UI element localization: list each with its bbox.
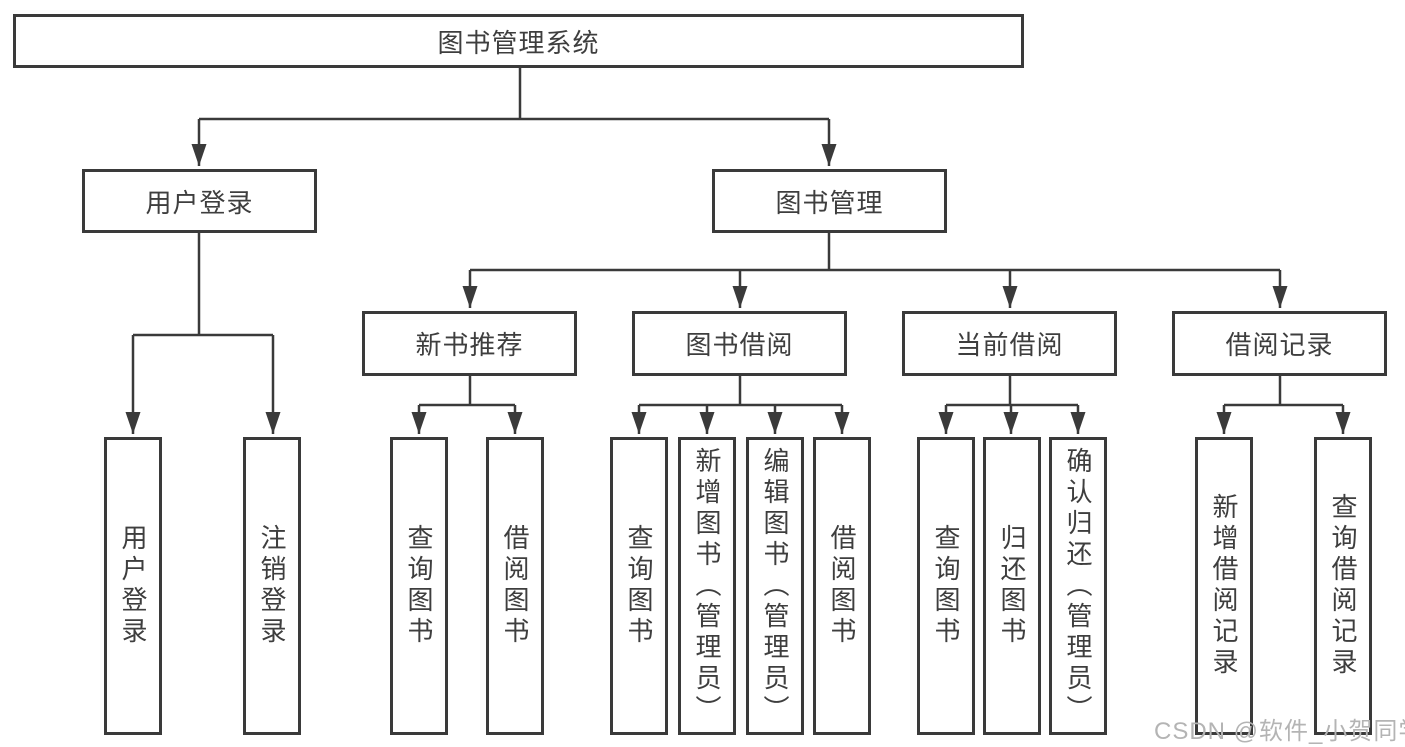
leaf-label: 用户登录 [118,524,148,648]
leaf-logout: 注销登录 [243,437,301,735]
leaf-label: 新增借阅记录 [1209,493,1239,679]
node-new-book-recommendation: 新书推荐 [362,311,577,376]
leaf-query-book: 查询图书 [390,437,448,735]
node-label: 当前借阅 [955,330,1064,360]
node-current-borrowing: 当前借阅 [902,311,1117,376]
leaf-borrow-book: 借阅图书 [813,437,871,735]
leaf-return-book: 归还图书 [983,437,1041,735]
node-user-login-branch: 用户登录 [82,169,317,233]
leaf-query-book: 查询图书 [610,437,668,735]
leaf-borrow-book: 借阅图书 [486,437,544,735]
csdn-watermark: CSDN @软件_小贺同学 [1154,718,1405,745]
leaf-label: 查询图书 [931,524,961,648]
leaf-label: 注销登录 [257,524,287,648]
node-label: 新书推荐 [415,330,524,360]
node-book-management-branch: 图书管理 [712,169,947,233]
node-borrowing-records: 借阅记录 [1172,311,1387,376]
leaf-label: 新增图书（管理员） [692,446,722,726]
leaf-query-book: 查询图书 [917,437,975,735]
node-root-system: 图书管理系统 [13,14,1024,68]
leaf-edit-book-admin: 编辑图书（管理员） [746,437,804,735]
leaf-label: 查询借阅记录 [1328,493,1358,679]
leaf-add-book-admin: 新增图书（管理员） [678,437,736,735]
leaf-query-borrow-record: 查询借阅记录 [1314,437,1372,735]
leaf-label: 编辑图书（管理员） [760,446,790,726]
node-book-borrowing: 图书借阅 [632,311,847,376]
node-root-label: 图书管理系统 [437,27,600,58]
leaf-label: 借阅图书 [500,524,530,648]
node-label: 借阅记录 [1225,330,1334,360]
leaf-user-login: 用户登录 [104,437,162,735]
leaf-confirm-return-admin: 确认归还（管理员） [1049,437,1107,735]
leaf-label: 归还图书 [997,524,1027,648]
leaf-label: 借阅图书 [827,524,857,648]
leaf-label: 确认归还（管理员） [1063,446,1093,726]
leaf-label: 查询图书 [624,524,654,648]
leaf-add-borrow-record: 新增借阅记录 [1195,437,1253,735]
node-label: 图书管理 [775,187,884,218]
leaf-label: 查询图书 [404,524,434,648]
node-label: 图书借阅 [685,330,794,360]
node-label: 用户登录 [145,187,254,218]
